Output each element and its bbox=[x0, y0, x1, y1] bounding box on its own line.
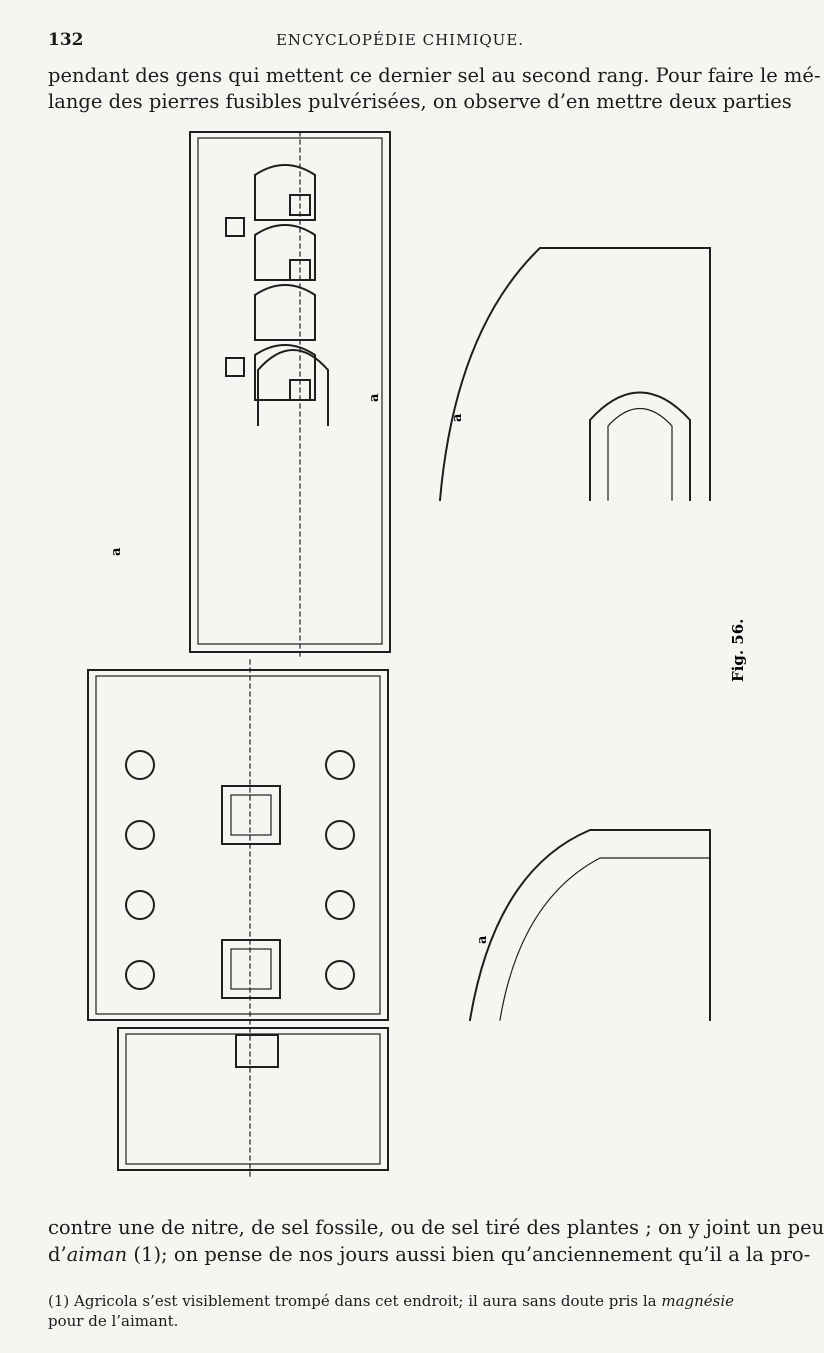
figure-letter-left: a bbox=[109, 547, 124, 556]
footnote-italic: magnésie bbox=[661, 1292, 735, 1310]
lower-arc-inner bbox=[499, 857, 711, 1021]
pot-circle bbox=[125, 820, 155, 850]
body-line: d’aiman (1); on pense de nos jours aussi… bbox=[48, 1243, 810, 1267]
upper-port bbox=[225, 217, 245, 237]
lower-central-square bbox=[221, 939, 281, 999]
footnote: (1) Agricola s’est visiblement trompé da… bbox=[48, 1291, 780, 1331]
pot-circle bbox=[325, 820, 355, 850]
upper-port bbox=[289, 194, 311, 216]
body-line: lange des pierres fusibles pulvérisées, … bbox=[48, 90, 792, 113]
page: 132 ENCYCLOPÉDIE CHIMIQUE. pendant des g… bbox=[0, 30, 824, 1331]
pot-circle bbox=[325, 960, 355, 990]
lower-plan-inner bbox=[95, 675, 381, 1015]
body-text-italic: aiman bbox=[66, 1243, 128, 1266]
figure-letter-top: a bbox=[367, 393, 382, 402]
arch-3 bbox=[254, 284, 316, 341]
figure-caption: Fig. 56. bbox=[729, 619, 747, 682]
upper-plan-inner bbox=[197, 137, 383, 645]
upper-arc-outline bbox=[438, 247, 711, 502]
arch-2 bbox=[254, 224, 316, 281]
arch-1 bbox=[254, 164, 316, 221]
figure-letter-arc-lower: a bbox=[475, 935, 490, 944]
bottom-plan-inner bbox=[125, 1033, 381, 1165]
running-title: ENCYCLOPÉDIE CHIMIQUE. bbox=[275, 31, 525, 49]
lower-plan-outline bbox=[87, 669, 389, 1021]
footnote-part1: (1) Agricola s’est visiblement trompé da… bbox=[48, 1292, 662, 1310]
furnace-figure: a a a a Fig. 56. bbox=[87, 131, 747, 1181]
body-text-rest: (1); on pense de nos jours aussi bien qu… bbox=[127, 1243, 811, 1266]
body-text-prefix: d’ bbox=[48, 1243, 67, 1266]
pot-circle bbox=[125, 750, 155, 780]
page-number: 132 bbox=[48, 30, 84, 50]
upper-port bbox=[225, 357, 245, 377]
upper-plan-outline bbox=[189, 131, 391, 653]
upper-arc-chamber bbox=[589, 391, 691, 501]
upper-opening bbox=[257, 349, 329, 426]
lower-central-inner bbox=[230, 948, 272, 990]
footnote-line: (1) Agricola s’est visiblement trompé da… bbox=[48, 1291, 780, 1311]
pot-circle bbox=[325, 890, 355, 920]
body-line: contre une de nitre, de sel fossile, ou … bbox=[48, 1216, 824, 1239]
footnote-line: pour de l’aimant. bbox=[48, 1312, 179, 1330]
pot-circle bbox=[125, 960, 155, 990]
arch-4 bbox=[254, 344, 316, 401]
body-line: pendant des gens qui mettent ce dernier … bbox=[48, 64, 821, 87]
pot-circle bbox=[325, 750, 355, 780]
lower-arc-outline bbox=[468, 829, 711, 1022]
pot-circle bbox=[125, 890, 155, 920]
lower-central-inner bbox=[230, 794, 272, 836]
running-header: 132 ENCYCLOPÉDIE CHIMIQUE. bbox=[0, 30, 800, 56]
upper-port bbox=[289, 259, 311, 281]
bottom-square bbox=[235, 1034, 279, 1068]
upper-port bbox=[289, 379, 311, 401]
figure-letter-arc-upper: a bbox=[450, 413, 465, 422]
lower-central-square bbox=[221, 785, 281, 845]
upper-arc-chamber-inner bbox=[607, 407, 673, 501]
bottom-plan-outline bbox=[117, 1027, 389, 1171]
